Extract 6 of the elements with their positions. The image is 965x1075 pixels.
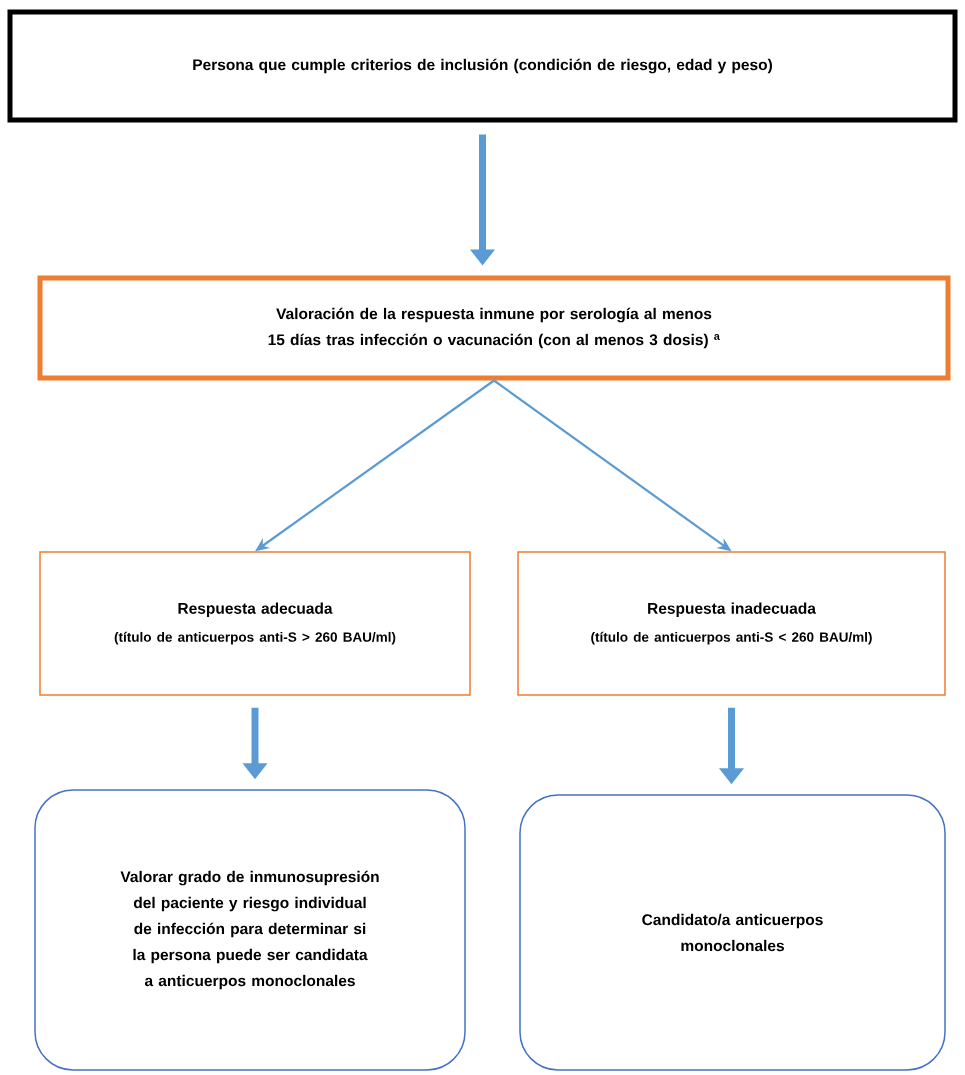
process-box: Valoración de la respuesta inmune por serología al menos 15 días tras infección o vacunación (con al menos 3 dosis) $^{a}$ [37,275,951,381]
process-box: Persona que cumple criterios de inclusión (condición de riesgo, edad y peso) [7,9,958,123]
result-box: Respuesta inadecuada (título de anticuerpos anti-S < 260 BAU/ml) [517,551,946,696]
decision-box: Valorar grado de inmunosupresión del paciente y riesgo individual de infección para determinar si la persona puede ser candidata a anticuerpos monoclonales [34,789,466,1071]
result-box: Respuesta adecuada (título de anticuerpos anti-S > 260 BAU/ml) [39,551,471,696]
decision-box: Candidato/a anticuerpos monoclonales [519,794,946,1071]
